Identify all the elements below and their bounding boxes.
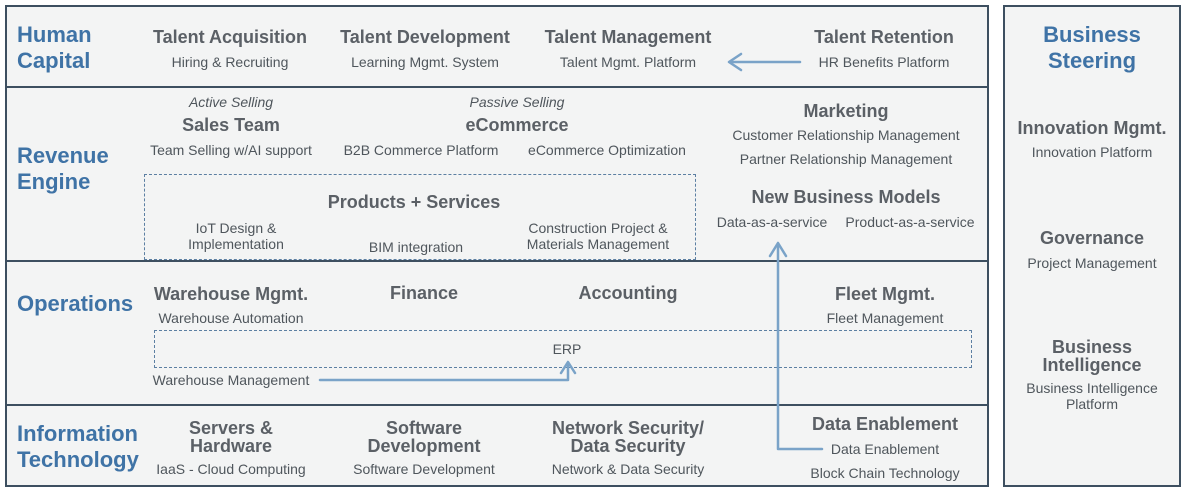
governance-heading: Governance xyxy=(1039,228,1145,248)
fleet-mgmt-sub: Fleet Management xyxy=(826,310,944,326)
talent-management-sub: Talent Mgmt. Platform xyxy=(559,54,697,70)
products-services-box xyxy=(144,174,696,260)
talent-development-heading: Talent Development xyxy=(340,27,510,47)
sales-team-sub: Team Selling w/AI support xyxy=(150,142,312,158)
heading-line: Network Security/ xyxy=(551,418,705,438)
heading-line: Intelligence xyxy=(1042,355,1142,375)
arrowhead-left xyxy=(727,52,743,72)
item-line: Implementation xyxy=(188,236,284,252)
network-security-sub: Network & Data Security xyxy=(551,461,705,477)
heading-line: Development xyxy=(367,436,481,456)
servers-hardware-heading: Servers & Hardware xyxy=(131,419,331,455)
operations-title: Operations xyxy=(17,291,134,316)
information-technology-title: Information Technology xyxy=(17,421,139,473)
title-line: Steering xyxy=(1047,48,1137,73)
passive-selling-tag: Passive Selling xyxy=(469,94,565,110)
warehouse-mgmt-sub: Warehouse Automation xyxy=(158,310,304,326)
sub-line: Business Intelligence xyxy=(1026,380,1158,396)
marketing-heading: Marketing xyxy=(803,101,889,121)
accounting-heading: Accounting xyxy=(578,283,678,303)
erp-label: ERP xyxy=(552,341,582,357)
network-security-heading: Network Security/ Data Security xyxy=(518,419,738,455)
new-business-sub-daas: Data-as-a-service xyxy=(716,214,828,230)
title-line: Human xyxy=(17,22,92,47)
business-steering-panel xyxy=(1003,5,1181,487)
heading-line: Data Security xyxy=(570,436,686,456)
arrowhead-up xyxy=(768,241,788,258)
business-intelligence-heading: Business Intelligence xyxy=(1003,338,1181,374)
warehouse-management-label: Warehouse Management xyxy=(152,372,310,388)
title-line: Information xyxy=(17,421,138,446)
talent-acquisition-sub: Hiring & Recruiting xyxy=(171,54,289,70)
sales-team-heading: Sales Team xyxy=(182,115,280,135)
innovation-mgmt-heading: Innovation Mgmt. xyxy=(1017,118,1167,138)
servers-hardware-sub: IaaS - Cloud Computing xyxy=(156,461,306,477)
bim-integration-item: BIM integration xyxy=(368,239,464,255)
talent-development-sub: Learning Mgmt. System xyxy=(351,54,499,70)
block-chain-sub: Block Chain Technology xyxy=(810,465,960,481)
heading-line: Software xyxy=(385,418,463,438)
talent-management-heading: Talent Management xyxy=(544,27,712,47)
title-line: Capital xyxy=(17,48,91,73)
iot-design-item: IoT Design & Implementation xyxy=(156,220,316,252)
new-business-sub-paas: Product-as-a-service xyxy=(845,214,975,230)
warehouse-to-erp-arrow xyxy=(318,363,570,382)
item-line: Construction Project & xyxy=(528,220,668,236)
sub-line: Platform xyxy=(1065,396,1119,412)
software-development-heading: Software Development xyxy=(324,419,524,455)
ecommerce-sub-b2b: B2B Commerce Platform xyxy=(343,142,499,158)
business-intelligence-sub: Business Intelligence Platform xyxy=(1003,380,1181,412)
fleet-mgmt-heading: Fleet Mgmt. xyxy=(834,284,935,304)
item-line: Materials Management xyxy=(526,236,670,252)
heading-line: Servers & xyxy=(188,418,274,438)
active-selling-tag: Active Selling xyxy=(188,94,274,110)
data-to-new-business-arrow xyxy=(776,242,824,451)
heading-line: Hardware xyxy=(189,436,273,456)
marketing-sub-prm: Partner Relationship Management xyxy=(739,151,953,167)
talent-retention-heading: Talent Retention xyxy=(814,27,954,47)
title-line: Business xyxy=(1043,22,1141,47)
marketing-sub-crm: Customer Relationship Management xyxy=(732,127,960,143)
heading-line: Business xyxy=(1051,337,1133,357)
information-technology-panel xyxy=(5,404,989,487)
data-enablement-sub: Data Enablement xyxy=(830,441,940,457)
item-line: IoT Design & xyxy=(195,220,277,236)
revenue-engine-title: Revenue Engine xyxy=(17,143,109,195)
products-services-heading: Products + Services xyxy=(327,192,501,212)
warehouse-mgmt-heading: Warehouse Mgmt. xyxy=(153,284,309,304)
title-line: Revenue xyxy=(17,143,109,168)
innovation-mgmt-sub: Innovation Platform xyxy=(1031,144,1153,160)
finance-heading: Finance xyxy=(389,283,459,303)
new-business-models-heading: New Business Models xyxy=(751,187,941,207)
human-capital-panel xyxy=(5,5,989,88)
data-enablement-heading: Data Enablement xyxy=(811,414,959,434)
software-development-sub: Software Development xyxy=(353,461,495,477)
erp-box xyxy=(154,330,972,368)
business-steering-title: Business Steering xyxy=(1003,22,1181,74)
talent-retention-sub: HR Benefits Platform xyxy=(818,54,950,70)
arrowhead-up xyxy=(559,360,577,375)
ecommerce-sub-optimization: eCommerce Optimization xyxy=(528,142,686,158)
human-capital-title: Human Capital xyxy=(17,22,92,74)
title-line: Technology xyxy=(17,447,139,472)
title-line: Engine xyxy=(17,169,91,194)
ecommerce-heading: eCommerce xyxy=(465,115,569,135)
talent-acquisition-heading: Talent Acquisition xyxy=(152,27,307,47)
governance-sub: Project Management xyxy=(1027,255,1157,271)
construction-project-item: Construction Project & Materials Managem… xyxy=(506,220,690,252)
